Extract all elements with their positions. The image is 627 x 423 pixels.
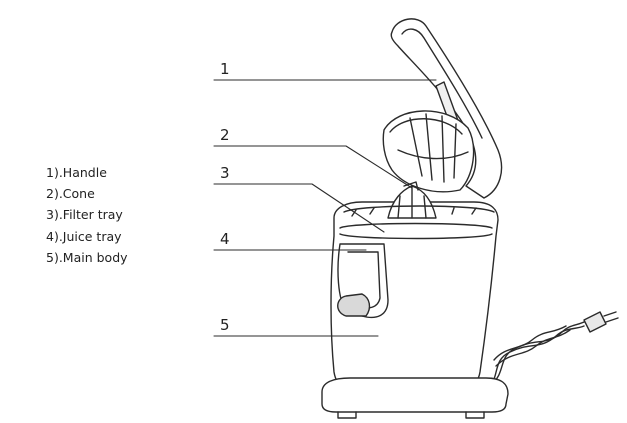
press-dome — [382, 110, 475, 193]
power-cord — [487, 319, 589, 389]
legend-item-cone: 2).Cone — [46, 186, 95, 202]
legend-item-main-body: 5).Main body — [46, 249, 128, 265]
cone — [387, 181, 437, 219]
callout-number-2: 2 — [220, 126, 230, 144]
legend-item-filter-tray: 3).Filter tray — [46, 207, 123, 223]
callout-number-3: 3 — [220, 164, 230, 182]
plug-icon — [583, 311, 619, 333]
legend-item-juice-tray: 4).Juice tray — [46, 228, 122, 244]
parts-legend: 1).Handle 2).Cone 3).Filter tray 4).Juic… — [46, 162, 128, 268]
callout-number-4: 4 — [220, 230, 230, 248]
callout-number-1: 1 — [220, 60, 230, 78]
legend-item-handle: 1).Handle — [46, 165, 107, 180]
leader-lines — [213, 79, 437, 337]
juice-tray — [337, 243, 389, 319]
callout-number-5: 5 — [220, 316, 230, 334]
filter-tray — [343, 205, 495, 217]
